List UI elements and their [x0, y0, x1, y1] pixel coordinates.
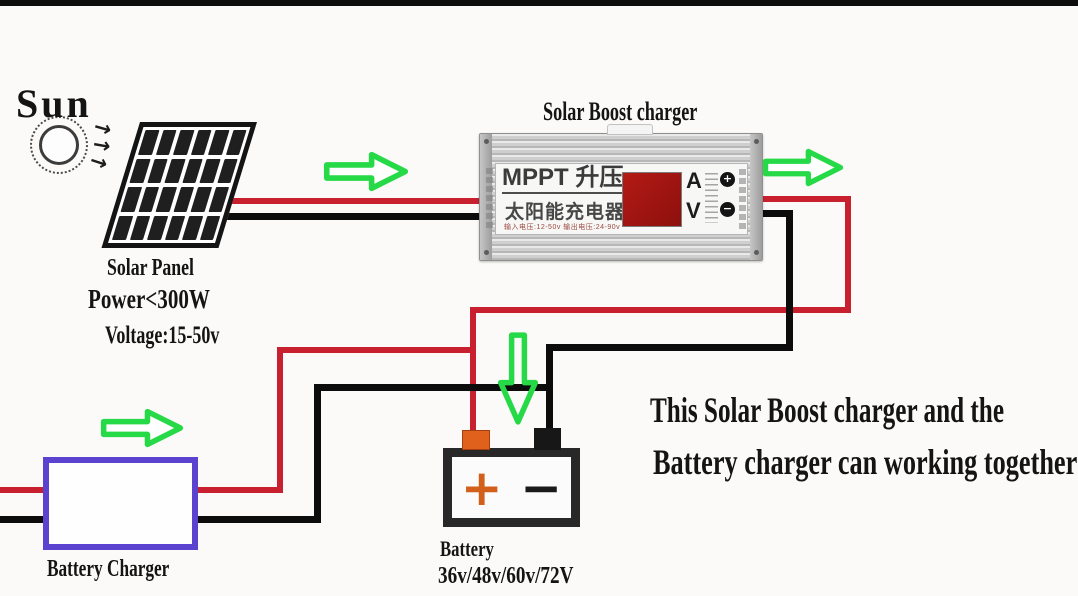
battery-voltages-label: 36v/48v/60v/72V: [438, 563, 574, 589]
solar-panel-label: Solar Panel: [107, 255, 194, 281]
letterbox-top-bar: [0, 0, 1078, 6]
device-end-cap: [750, 134, 762, 260]
device-side-text: [486, 168, 493, 230]
volt-label: V: [686, 198, 701, 223]
note-line-1: This Solar Boost charger and the: [650, 390, 1005, 430]
flow-arrow-right-icon: [760, 147, 846, 188]
wire-mppt-negative: [760, 210, 793, 217]
battery-charger-label: Battery Charger: [47, 556, 170, 582]
mppt-spec-text: 输入电压:12-50v 输出电压:24-90v: [504, 224, 621, 231]
device-menu-text: [705, 173, 718, 223]
wire-charger-negative: [314, 384, 321, 523]
wire-mppt-positive: [470, 307, 851, 313]
mppt-title-text: MPPT 升压: [502, 164, 626, 195]
wire-mppt-negative: [786, 210, 793, 351]
wire-charger-positive: [277, 347, 476, 353]
battery-label: Battery: [440, 536, 494, 561]
wire-mppt-negative: [546, 344, 793, 351]
flow-arrow-right-icon: [322, 150, 410, 193]
battery-negative-terminal: [534, 428, 561, 450]
battery-box: + −: [443, 448, 580, 527]
flow-arrow-right-icon: [97, 407, 187, 449]
solar-cell: [199, 215, 221, 240]
sun-label: Sun: [16, 81, 92, 126]
device-mount-tab: [607, 124, 653, 135]
sun-ray-arrow-icon: →: [86, 147, 111, 177]
note-line-2: Battery charger can working together: [653, 442, 1078, 482]
plus-button: +: [720, 172, 735, 187]
solar-panel-graphic: [101, 122, 257, 248]
wire-charger-positive: [195, 487, 283, 493]
sun-icon: [39, 125, 79, 165]
battery-positive-terminal: [462, 430, 490, 450]
wire-charger-input-positive: [0, 487, 46, 493]
device-side-text: [739, 169, 746, 229]
minus-button: −: [720, 202, 735, 217]
solar-panel-power-label: Power<300W: [88, 284, 210, 314]
wire-mppt-positive: [845, 196, 851, 313]
wire-charger-negative: [314, 384, 553, 391]
solar-cell: [225, 130, 247, 155]
sun-rays-ring-icon: [30, 116, 88, 174]
device-front-label: MPPT 升压 太阳能充电器 输入电压:12-50v 输出电压:24-90v A…: [495, 163, 748, 235]
mppt-subtitle-text: 太阳能充电器: [505, 202, 626, 223]
mppt-boost-charger-device: MPPT 升压 太阳能充电器 输入电压:12-50v 输出电压:24-90v A…: [479, 124, 763, 261]
led-display: [622, 172, 682, 227]
wire-panel-negative: [213, 213, 482, 220]
wire-panel-positive: [216, 198, 482, 204]
solar-panel-voltage-label: Voltage:15-50v: [105, 322, 220, 349]
wire-battery-positive: [470, 307, 476, 438]
wire-mppt-positive: [760, 196, 851, 202]
flow-arrow-down-icon: [497, 329, 539, 429]
wire-charger-negative: [195, 516, 321, 523]
wire-charger-positive: [277, 347, 283, 493]
solar-cell: [216, 158, 238, 183]
boost-charger-title: Solar Boost charger: [543, 97, 698, 126]
amp-label: A: [686, 168, 702, 193]
wire-battery-negative: [546, 344, 553, 439]
wire-charger-input-negative: [0, 516, 46, 523]
solar-cell: [208, 187, 230, 212]
battery-charger-box: [43, 457, 198, 550]
